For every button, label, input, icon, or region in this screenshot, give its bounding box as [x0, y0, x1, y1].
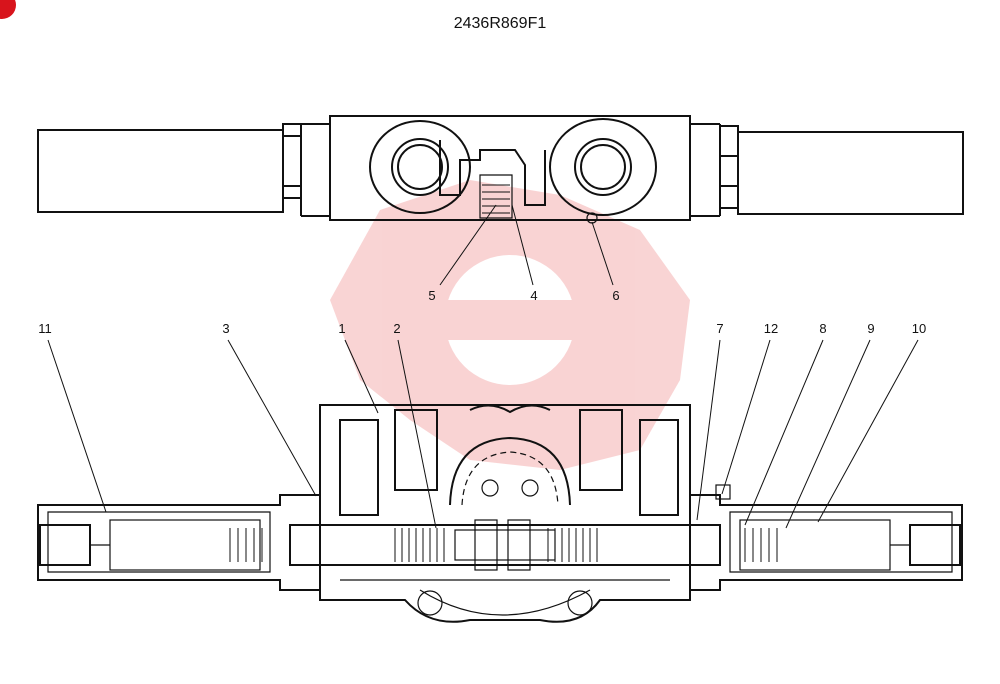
- callout-6: 6: [612, 288, 619, 303]
- drawing-code: 2436R869F1: [454, 15, 547, 32]
- corner-badge: [0, 0, 16, 19]
- watermark-logo: [330, 180, 690, 470]
- callout-7: 7: [716, 321, 723, 336]
- callout-10: 10: [912, 321, 926, 336]
- top-view: [37, 115, 964, 224]
- section-view: [37, 404, 963, 623]
- callout-9: 9: [867, 321, 874, 336]
- callout-4: 4: [530, 288, 537, 303]
- callout-5: 5: [428, 288, 435, 303]
- callout-2: 2: [393, 321, 400, 336]
- callout-1: 1: [338, 321, 345, 336]
- callout-3: 3: [222, 321, 229, 336]
- callout-11: 11: [38, 321, 52, 336]
- callout-12: 12: [764, 321, 778, 336]
- callout-8: 8: [819, 321, 826, 336]
